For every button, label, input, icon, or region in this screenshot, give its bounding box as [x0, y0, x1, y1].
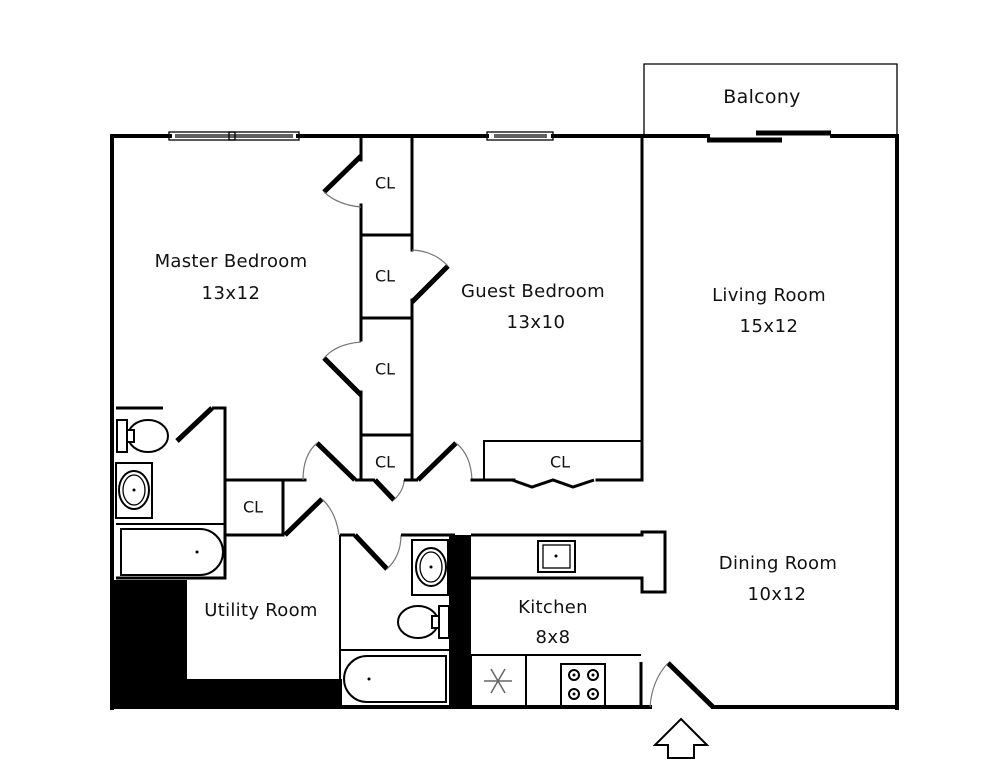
utility-closet: [223, 478, 340, 537]
window-guest: [486, 131, 554, 141]
entrance-arrow-icon: [652, 717, 710, 759]
closet-label: CL: [374, 452, 396, 472]
exterior-walls: [110, 134, 899, 710]
guest-closet: [483, 134, 644, 489]
hall-bathroom: [340, 533, 471, 708]
master-bedroom-size: 13x12: [201, 283, 261, 304]
guest-bedroom-label: Guest Bedroom: [461, 281, 605, 302]
entrance-door: [649, 661, 715, 709]
bedroom-doors: [223, 441, 644, 482]
dining-room-size: 10x12: [747, 584, 807, 605]
closet-column: [322, 134, 450, 502]
guest-bedroom-size: 13x10: [506, 312, 566, 333]
master-bedroom-label: Master Bedroom: [154, 251, 308, 272]
balcony-label: Balcony: [723, 86, 801, 108]
balcony-outline: [643, 63, 898, 136]
dining-room-label: Dining Room: [718, 553, 838, 574]
living-room-size: 15x12: [739, 316, 799, 337]
kitchen-counters: [470, 530, 667, 708]
balcony-sliding-door: [707, 130, 831, 143]
utility-room-walls: [112, 535, 342, 708]
living-room-label: Living Room: [712, 285, 826, 306]
window-master: [168, 131, 300, 141]
closet-label: CL: [374, 173, 396, 193]
kitchen-size: 8x8: [535, 627, 571, 648]
closet-label: CL: [374, 359, 396, 379]
master-bathroom: [115, 406, 227, 580]
utility-room-label: Utility Room: [204, 600, 318, 621]
stove-burners-icon: [568, 669, 599, 700]
closet-label: CL: [549, 452, 571, 472]
kitchen-label: Kitchen: [518, 597, 588, 618]
snowflake-icon: [484, 668, 512, 694]
closet-label: CL: [374, 266, 396, 286]
closet-label: CL: [242, 497, 264, 517]
